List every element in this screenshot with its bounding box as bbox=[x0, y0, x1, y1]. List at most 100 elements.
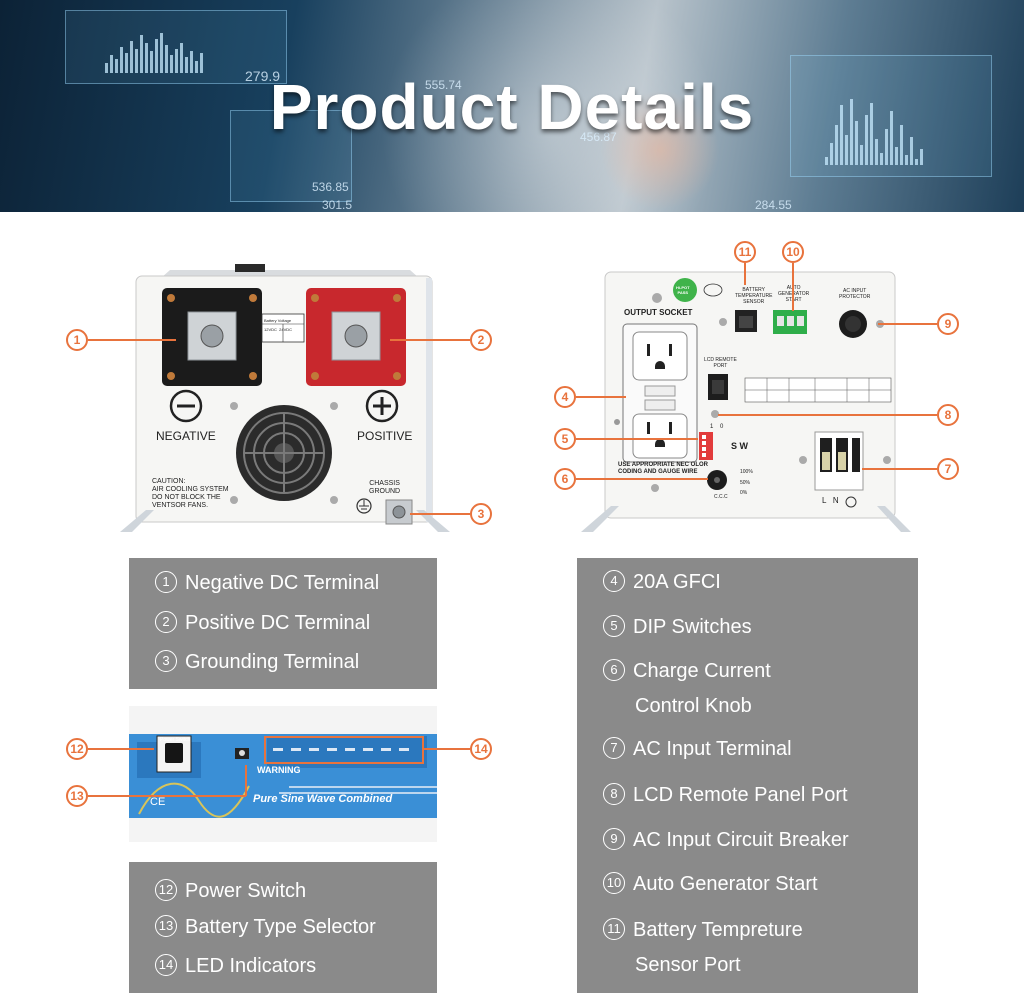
callout-3: 3 bbox=[470, 503, 492, 525]
legend-text: LED Indicators bbox=[185, 955, 317, 977]
ground-symbol-icon bbox=[356, 498, 372, 514]
knob-mark: 100% bbox=[740, 469, 753, 475]
power-switch-tag: Power Switch bbox=[160, 737, 191, 743]
banner-readout: 279.9 bbox=[245, 68, 281, 84]
legend-number: 7 bbox=[603, 736, 625, 759]
front-foot-left bbox=[120, 510, 154, 532]
callout-7: 7 bbox=[937, 458, 959, 480]
led-indicator-highlight bbox=[264, 736, 424, 764]
callout-10: 10 bbox=[782, 241, 804, 263]
inverter-rear-panel bbox=[581, 271, 911, 532]
knob-mark: 50% bbox=[740, 480, 751, 486]
banner-readout: 284.55 bbox=[755, 198, 792, 212]
callout-line bbox=[718, 414, 937, 416]
legend-number: 4 bbox=[603, 569, 625, 592]
battery-voltage-text: Battery Voltage 12VDC 24VDC bbox=[264, 318, 293, 332]
callout-line bbox=[576, 478, 708, 480]
cable-wire bbox=[138, 782, 250, 818]
banner-hud-panel bbox=[230, 110, 352, 202]
callout-line bbox=[424, 748, 470, 750]
banner-bar-graphic bbox=[105, 28, 203, 73]
legend-text: Battery Type Selector bbox=[185, 916, 376, 938]
rear-foot-left bbox=[581, 506, 619, 532]
legend-text: AC Input Terminal bbox=[633, 738, 792, 760]
ac-input-protector-label: AC INPUT PROTECTOR bbox=[839, 288, 871, 300]
callout-6: 6 bbox=[554, 468, 576, 490]
brand-strip-text: Pure Sine Wave Combined bbox=[253, 793, 393, 805]
callout-line bbox=[576, 438, 698, 440]
inverter-front-panel bbox=[120, 264, 450, 532]
legend-number: 3 bbox=[155, 649, 177, 672]
legend-item: 5 DIP Switches bbox=[603, 610, 752, 645]
ln-label: L N bbox=[822, 496, 839, 505]
legend-text-line2: Control Knob bbox=[635, 695, 752, 717]
legend-text: Grounding Terminal bbox=[185, 651, 360, 673]
legend-number: 13 bbox=[155, 914, 177, 937]
power-switch-rocker bbox=[165, 743, 183, 763]
callout-4: 4 bbox=[554, 386, 576, 408]
callout-line bbox=[88, 339, 176, 341]
legend-number: 1 bbox=[155, 570, 177, 593]
legend-text: Power Switch bbox=[185, 880, 307, 902]
sw-label: S W bbox=[731, 441, 748, 451]
legend-number: 9 bbox=[603, 827, 625, 850]
callout-14: 14 bbox=[470, 738, 492, 760]
dip-on-off-label: 1 0 bbox=[710, 424, 724, 430]
legend-item: 4 20A GFCI bbox=[603, 565, 721, 600]
legend-number: 5 bbox=[603, 614, 625, 637]
legend-number: 10 bbox=[603, 871, 625, 894]
legend-text: Battery Tempreture bbox=[633, 919, 803, 941]
negative-bolt bbox=[200, 324, 224, 348]
minus-symbol-icon bbox=[169, 389, 203, 423]
legend-text: Auto Generator Start bbox=[633, 873, 818, 895]
banner-hand-glow bbox=[600, 90, 720, 210]
callout-9: 9 bbox=[937, 313, 959, 335]
page-title: Product Details bbox=[269, 71, 755, 143]
banner-readout: 536.85 bbox=[312, 180, 349, 194]
callout-11: 11 bbox=[734, 241, 756, 263]
banner-wave-graphic bbox=[825, 95, 923, 165]
callout-line bbox=[792, 263, 794, 311]
front-top-switch bbox=[235, 264, 265, 272]
legend-text: Charge Current bbox=[633, 660, 771, 682]
legend-item: 7 AC Input Terminal bbox=[603, 732, 792, 767]
callout-line bbox=[410, 513, 470, 515]
callout-line bbox=[862, 468, 937, 470]
legend-text: Positive DC Terminal bbox=[185, 612, 371, 634]
banner-readout: 456.87 bbox=[580, 130, 617, 144]
legend-text: DIP Switches bbox=[633, 616, 752, 638]
legend-number: 6 bbox=[603, 658, 625, 681]
hipot-badge bbox=[673, 278, 697, 302]
lcd-remote-label: LCD REMOTE PORT bbox=[704, 357, 737, 369]
legend-item: 13 Battery Type Selector bbox=[155, 910, 376, 945]
positive-label: POSITIVE bbox=[357, 429, 413, 443]
legend-item: 10 Auto Generator Start bbox=[603, 867, 818, 902]
hipot-badge-text: Hi-POT PASS bbox=[676, 285, 690, 295]
callout-line bbox=[744, 263, 746, 285]
front-side-edge bbox=[426, 278, 432, 522]
callout-13: 13 bbox=[66, 785, 88, 807]
front-foot-right bbox=[416, 510, 450, 532]
positive-bolt bbox=[344, 324, 368, 348]
callout-2: 2 bbox=[470, 329, 492, 351]
chassis-ground-label: CHASSIS GROUND bbox=[369, 480, 401, 495]
callout-12: 12 bbox=[66, 738, 88, 760]
banner-readout: 555.74 bbox=[425, 78, 462, 92]
callout-line bbox=[88, 748, 154, 750]
plus-symbol-icon bbox=[365, 389, 399, 423]
output-socket-label: OUTPUT SOCKET bbox=[624, 308, 693, 317]
legend-text: 20A GFCI bbox=[633, 571, 721, 593]
callout-line bbox=[576, 396, 626, 398]
negative-label: NEGATIVE bbox=[156, 429, 216, 443]
inverter-top-view bbox=[129, 706, 437, 842]
ground-symbol-icon bbox=[845, 496, 857, 508]
